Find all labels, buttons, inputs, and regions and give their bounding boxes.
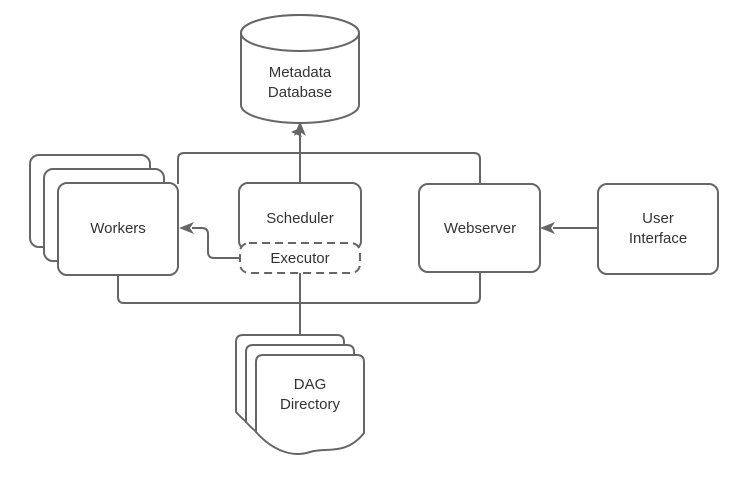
node-executor: Executor — [239, 242, 361, 274]
dag-directory-stack-front — [255, 354, 365, 455]
node-dag-directory: DAG Directory — [235, 334, 365, 455]
edge-scheduler-to-metadata-database — [291, 121, 306, 183]
workers-label: Workers — [90, 220, 146, 237]
executor-label: Executor — [270, 250, 329, 267]
node-scheduler: Scheduler — [238, 182, 362, 251]
node-workers: Workers — [29, 154, 179, 276]
executor-box — [239, 242, 361, 274]
dag-directory-label-line2: Directory — [280, 396, 341, 413]
user-interface-box — [597, 183, 719, 275]
node-user-interface: User Interface — [597, 183, 719, 275]
webserver-box — [418, 183, 541, 273]
edge-workers-to-webserver-top-bus — [177, 152, 481, 184]
user-interface-label-line1: User — [642, 210, 674, 227]
scheduler-label: Scheduler — [266, 210, 334, 227]
workers-stack-front — [57, 182, 179, 276]
node-webserver: Webserver — [418, 183, 541, 273]
node-metadata-database: Metadata Database — [240, 14, 360, 124]
webserver-label: Webserver — [444, 220, 516, 237]
user-interface-label-line2: Interface — [629, 230, 687, 247]
metadata-database-label-line1: Metadata — [269, 64, 332, 81]
dag-directory-label-line1: DAG — [294, 376, 327, 393]
edge-user-interface-to-webserver — [540, 222, 598, 234]
edge-executor-to-workers — [179, 222, 240, 259]
metadata-database-label-line2: Database — [268, 84, 332, 101]
